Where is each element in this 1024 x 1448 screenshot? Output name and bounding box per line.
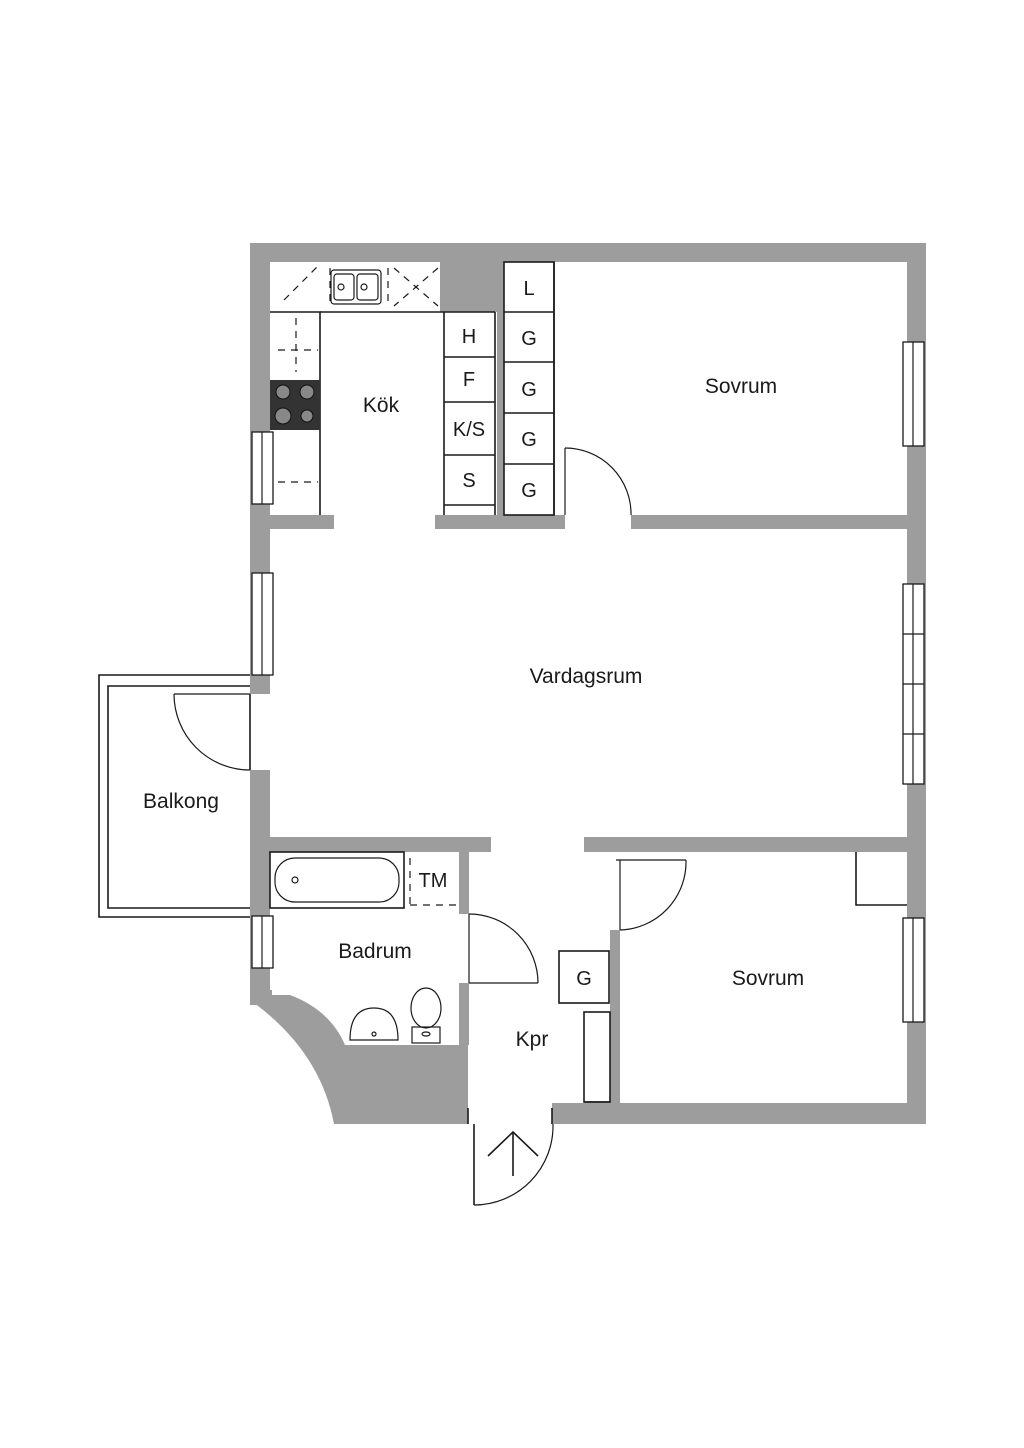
room-labels: Kök Sovrum Vardagsrum Balkong Badrum Kpr…	[143, 375, 804, 1051]
wardrobe	[503, 261, 555, 516]
kitchen-cabinet-label: F	[463, 369, 475, 391]
wardrobe-label: G	[521, 379, 537, 401]
room-label-vardagsrum: Vardagsrum	[530, 665, 643, 688]
walls	[250, 243, 926, 1124]
wardrobe-label: G	[521, 328, 537, 350]
balcony	[98, 674, 251, 918]
cabinet-labels: H F K/S S L G G G G TM G	[419, 278, 592, 990]
kitchen-cabinet-label: H	[462, 326, 476, 348]
room-label-kpr: Kpr	[516, 1028, 549, 1051]
room-label-balkong: Balkong	[143, 790, 219, 813]
room-label-sovrum-bottom: Sovrum	[732, 967, 804, 990]
tm-label: TM	[419, 870, 448, 892]
kitchen-cabinet-label: S	[462, 470, 475, 492]
hall-cabinet-label: G	[576, 968, 592, 990]
room-label-badrum: Badrum	[338, 940, 412, 963]
bathroom-fixtures	[269, 851, 456, 1044]
wardrobe-label: G	[521, 429, 537, 451]
room-label-kok: Kök	[363, 394, 400, 417]
wardrobe-label: L	[523, 278, 534, 300]
kitchen-cabinet-label: K/S	[453, 419, 485, 441]
wardrobe-label: G	[521, 480, 537, 502]
up-arrow-icon	[487, 1130, 539, 1176]
room-label-sovrum-top: Sovrum	[705, 375, 777, 398]
hall-fixtures	[558, 852, 907, 1103]
kitchen-counter	[270, 265, 496, 515]
doors	[467, 447, 687, 1206]
windows	[251, 341, 925, 1023]
